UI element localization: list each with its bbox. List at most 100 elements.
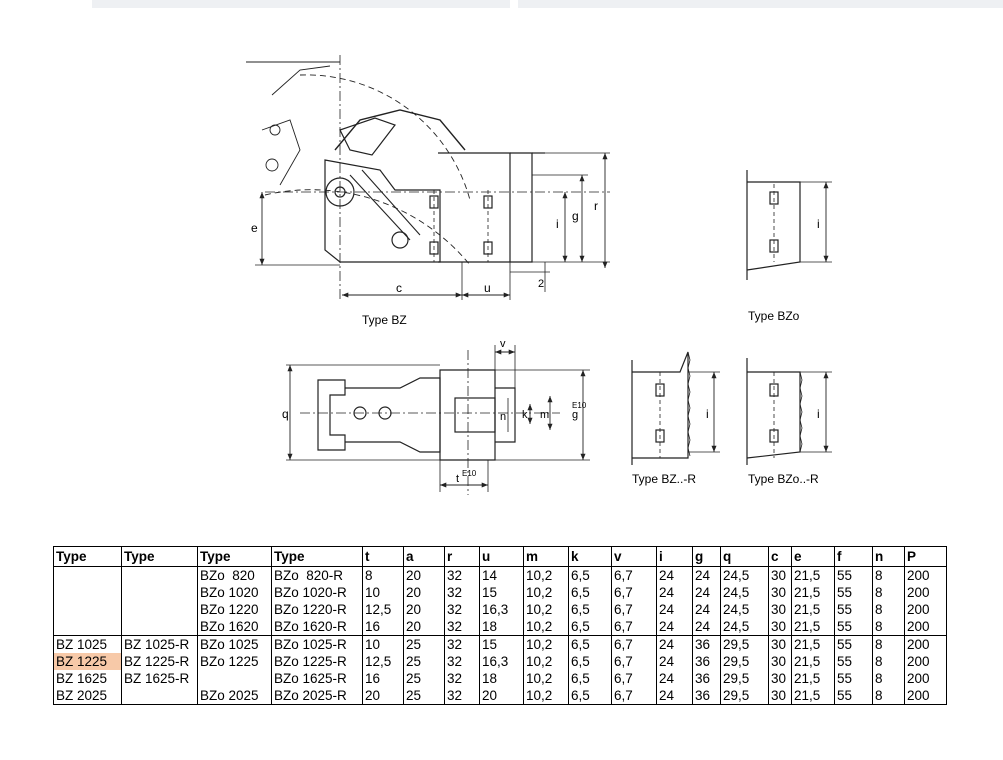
table-cell: 10,2	[523, 584, 569, 601]
column-header: g	[692, 546, 721, 567]
table-cell: 6,5	[568, 653, 612, 670]
table-cell: 25	[403, 687, 445, 705]
table-cell: 20	[362, 687, 404, 705]
table-cell: BZo 1220	[197, 601, 272, 618]
table-cell: 6,7	[611, 670, 657, 687]
table-cell: 25	[403, 635, 445, 653]
table-cell: 8	[872, 601, 905, 618]
table-cell	[121, 618, 198, 636]
table-cell: 30	[768, 635, 792, 653]
caption-type-bzo: Type BZo	[748, 309, 800, 323]
table-cell	[53, 618, 122, 636]
table-cell: 6,7	[611, 653, 657, 670]
table-cell: 10,2	[523, 687, 569, 705]
table-cell: 55	[834, 601, 873, 618]
table-cell: 20	[403, 584, 445, 601]
table-cell: 8	[872, 635, 905, 653]
table-cell: 25	[403, 653, 445, 670]
column-header: k	[568, 546, 612, 567]
table-cell: 32	[444, 635, 480, 653]
table-cell: 24	[692, 618, 721, 636]
column-header: Type	[53, 546, 122, 567]
table-cell: 36	[692, 653, 721, 670]
table-cell: 32	[444, 670, 480, 687]
table-cell: 10	[362, 584, 404, 601]
dim-label-i: i	[556, 217, 559, 231]
table-cell: 32	[444, 584, 480, 601]
table-cell: 32	[444, 653, 480, 670]
table-cell: 6,5	[568, 635, 612, 653]
table-cell: 24	[692, 601, 721, 618]
table-cell	[121, 601, 198, 618]
table-cell: 200	[904, 687, 947, 705]
table-cell: 6,7	[611, 584, 657, 601]
column-header: n	[872, 546, 905, 567]
table-cell: 6,7	[611, 566, 657, 584]
table-cell: 29,5	[720, 635, 769, 653]
table-cell: 21,5	[791, 618, 835, 636]
table-cell: 24	[656, 618, 693, 636]
table-cell: 24	[656, 584, 693, 601]
top-toolbar-strip-left	[92, 0, 510, 8]
table-cell: 10,2	[523, 670, 569, 687]
table-cell	[53, 601, 122, 618]
table-cell: 32	[444, 618, 480, 636]
dim-label-q: q	[282, 407, 289, 421]
table-cell: 21,5	[791, 687, 835, 705]
table-cell: BZo 1020	[197, 584, 272, 601]
table-cell: 10,2	[523, 566, 569, 584]
table-cell: 6,5	[568, 566, 612, 584]
table-cell: 36	[692, 670, 721, 687]
table-cell: 6,7	[611, 618, 657, 636]
column-header: a	[403, 546, 445, 567]
table-cell: BZo 1225	[197, 653, 272, 670]
table-cell: 10,2	[523, 618, 569, 636]
table-cell: 21,5	[791, 601, 835, 618]
table-cell: 24	[656, 670, 693, 687]
table-cell: 200	[904, 653, 947, 670]
table-cell	[53, 584, 122, 601]
table-cell: BZo 820	[197, 566, 272, 584]
table-cell: 10,2	[523, 601, 569, 618]
table-cell: 20	[403, 618, 445, 636]
table-cell: 16,3	[479, 601, 524, 618]
table-cell: 29,5	[720, 670, 769, 687]
dim-label-t-superscript: E10	[462, 469, 477, 478]
dim-label-i-bz-r: i	[706, 407, 709, 421]
view-plan	[286, 345, 590, 495]
table-cell: BZo 1025	[197, 635, 272, 653]
table-cell: 16,3	[479, 653, 524, 670]
table-cell: 24	[656, 635, 693, 653]
column-header: r	[444, 546, 480, 567]
table-cell: 21,5	[791, 584, 835, 601]
table-cell: BZo 2025-R	[271, 687, 363, 705]
table-cell: 21,5	[791, 653, 835, 670]
column-header: P	[904, 546, 947, 567]
table-cell: 55	[834, 635, 873, 653]
dim-label-c: c	[396, 281, 402, 295]
caption-type-bzo-r: Type BZo..-R	[748, 472, 819, 486]
table-cell: 30	[768, 618, 792, 636]
table-cell: 20	[479, 687, 524, 705]
table-cell: 24,5	[720, 601, 769, 618]
table-cell: 16	[362, 670, 404, 687]
column-header: q	[720, 546, 769, 567]
table-cell: 12,5	[362, 653, 404, 670]
table-cell: 200	[904, 566, 947, 584]
table-cell: BZ 1025-R	[121, 635, 198, 653]
table-cell: 21,5	[791, 566, 835, 584]
table-cell: 24	[656, 687, 693, 705]
table-cell: 21,5	[791, 670, 835, 687]
table-cell: BZo 1620	[197, 618, 272, 636]
table-cell: 8	[872, 584, 905, 601]
table-cell: 6,7	[611, 601, 657, 618]
table-cell: 36	[692, 687, 721, 705]
view-type-bz-r	[631, 351, 720, 465]
column-header: e	[791, 546, 835, 567]
